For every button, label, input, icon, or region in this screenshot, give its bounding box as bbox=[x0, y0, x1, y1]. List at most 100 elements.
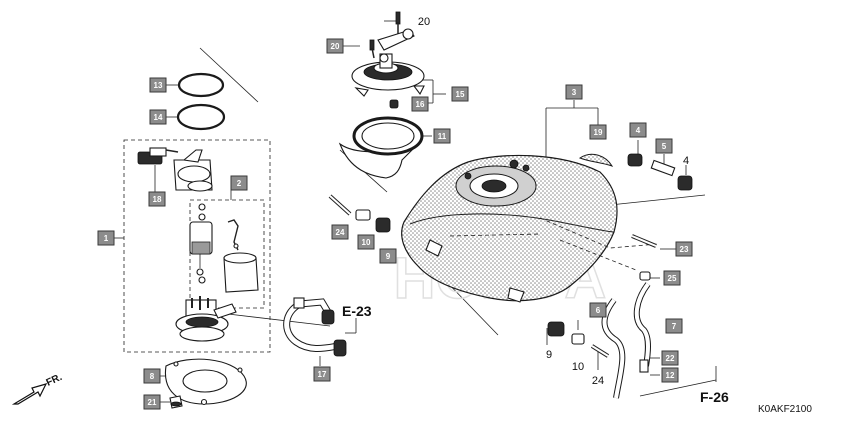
callout-label: 24 bbox=[336, 228, 345, 237]
callout-box bbox=[655, 138, 673, 154]
callout-25[interactable]: 25 bbox=[663, 270, 681, 286]
mounting-bolts-lower bbox=[547, 321, 610, 358]
callout-label: 11 bbox=[438, 132, 447, 141]
callout-label: 5 bbox=[662, 142, 667, 151]
callout-label: 20 bbox=[331, 42, 340, 51]
callout-box bbox=[313, 366, 331, 382]
callout-label: 21 bbox=[148, 398, 157, 407]
callout-16[interactable]: 16 bbox=[411, 96, 429, 112]
callout-label: 4 bbox=[636, 126, 641, 135]
callout-1[interactable]: 1 bbox=[97, 230, 115, 246]
callout-label: 16 bbox=[416, 100, 425, 109]
callout-box bbox=[149, 77, 167, 93]
bolt-23 bbox=[631, 234, 657, 248]
callout-label: 2 bbox=[237, 179, 242, 188]
callout-box bbox=[143, 368, 161, 384]
fuel-pump-connector bbox=[137, 147, 213, 192]
plain-callout-20[interactable]: 20 bbox=[418, 16, 430, 28]
callout-17[interactable]: 17 bbox=[313, 366, 331, 382]
callout-12[interactable]: 12 bbox=[661, 367, 679, 383]
callout-box bbox=[326, 38, 344, 54]
mounting-bolts-left bbox=[328, 194, 391, 233]
callout-box bbox=[565, 84, 583, 100]
callout-box bbox=[589, 302, 607, 318]
callout-label: 9 bbox=[386, 252, 391, 261]
callout-label: 8 bbox=[150, 372, 155, 381]
fuel-feed-hose bbox=[283, 297, 347, 357]
callout-box bbox=[148, 191, 166, 207]
pump-setting-plate bbox=[164, 358, 247, 409]
callout-label: 3 bbox=[572, 88, 577, 97]
callout-box bbox=[379, 248, 397, 264]
fuel-tank: HONDA bbox=[393, 154, 659, 312]
filler-cap bbox=[351, 11, 425, 109]
leader-lines bbox=[114, 20, 717, 403]
callout-label: 10 bbox=[362, 238, 371, 247]
fuel-pump-internals bbox=[189, 203, 259, 293]
front-direction-arrow: FR. bbox=[11, 372, 64, 405]
callout-label: 6 bbox=[596, 306, 601, 315]
callout-label: 25 bbox=[668, 274, 677, 283]
reference-f26[interactable]: F-26 bbox=[700, 389, 729, 405]
callout-label: 1 bbox=[104, 234, 109, 243]
callout-5[interactable]: 5 bbox=[655, 138, 673, 154]
callout-9[interactable]: 9 bbox=[379, 248, 397, 264]
callout-box bbox=[589, 124, 607, 140]
callout-7[interactable]: 7 bbox=[665, 318, 683, 334]
callout-label: 7 bbox=[672, 322, 677, 331]
callout-8[interactable]: 8 bbox=[143, 368, 161, 384]
plain-callout-24[interactable]: 24 bbox=[592, 375, 604, 387]
callout-19[interactable]: 19 bbox=[589, 124, 607, 140]
callout-21[interactable]: 21 bbox=[143, 394, 161, 410]
diagram-code: K0AKF2100 bbox=[758, 404, 812, 415]
front-direction-label: FR. bbox=[45, 372, 64, 389]
plain-callout-10[interactable]: 10 bbox=[572, 361, 584, 373]
callout-label: 13 bbox=[154, 81, 163, 90]
callout-box bbox=[97, 230, 115, 246]
plain-callout-4[interactable]: 4 bbox=[683, 155, 689, 167]
callout-14[interactable]: 14 bbox=[149, 109, 167, 125]
callout-11[interactable]: 11 bbox=[433, 128, 451, 144]
callout-box bbox=[357, 234, 375, 250]
tank-collars bbox=[627, 153, 693, 191]
plain-callout-group: 20 4 9 10 24 bbox=[418, 16, 689, 387]
callout-box bbox=[663, 270, 681, 286]
callout-box bbox=[629, 122, 647, 138]
callout-label: 17 bbox=[318, 370, 327, 379]
filler-seal bbox=[338, 116, 424, 179]
callout-4[interactable]: 4 bbox=[629, 122, 647, 138]
callout-label: 18 bbox=[153, 195, 162, 204]
callout-label: 19 bbox=[594, 128, 603, 137]
callout-label: 14 bbox=[154, 113, 163, 122]
callout-box bbox=[661, 367, 679, 383]
callout-label: 22 bbox=[666, 354, 675, 363]
callout-22[interactable]: 22 bbox=[661, 350, 679, 366]
callout-15[interactable]: 15 bbox=[451, 86, 469, 102]
callout-box bbox=[149, 109, 167, 125]
callout-2[interactable]: 2 bbox=[230, 175, 248, 191]
callout-3[interactable]: 3 bbox=[565, 84, 583, 100]
callout-box bbox=[433, 128, 451, 144]
callout-6[interactable]: 6 bbox=[589, 302, 607, 318]
reference-e23[interactable]: E-23 bbox=[342, 303, 372, 319]
callout-box bbox=[665, 318, 683, 334]
callout-13[interactable]: 13 bbox=[149, 77, 167, 93]
callout-18[interactable]: 18 bbox=[148, 191, 166, 207]
callout-box bbox=[451, 86, 469, 102]
plain-callout-9[interactable]: 9 bbox=[546, 349, 552, 361]
callout-10[interactable]: 10 bbox=[357, 234, 375, 250]
callout-label: 23 bbox=[680, 245, 689, 254]
tank-pad bbox=[578, 153, 614, 167]
callout-24[interactable]: 24 bbox=[331, 224, 349, 240]
callout-box bbox=[331, 224, 349, 240]
callout-box bbox=[230, 175, 248, 191]
drain-hoses bbox=[601, 271, 651, 399]
callout-23[interactable]: 23 bbox=[675, 241, 693, 257]
callout-box bbox=[675, 241, 693, 257]
callout-group: 1234567891011121314151617181920212223242… bbox=[97, 38, 693, 410]
callout-box bbox=[411, 96, 429, 112]
callout-20[interactable]: 20 bbox=[326, 38, 344, 54]
o-rings bbox=[176, 72, 226, 131]
fuel-pump-base bbox=[175, 296, 237, 342]
